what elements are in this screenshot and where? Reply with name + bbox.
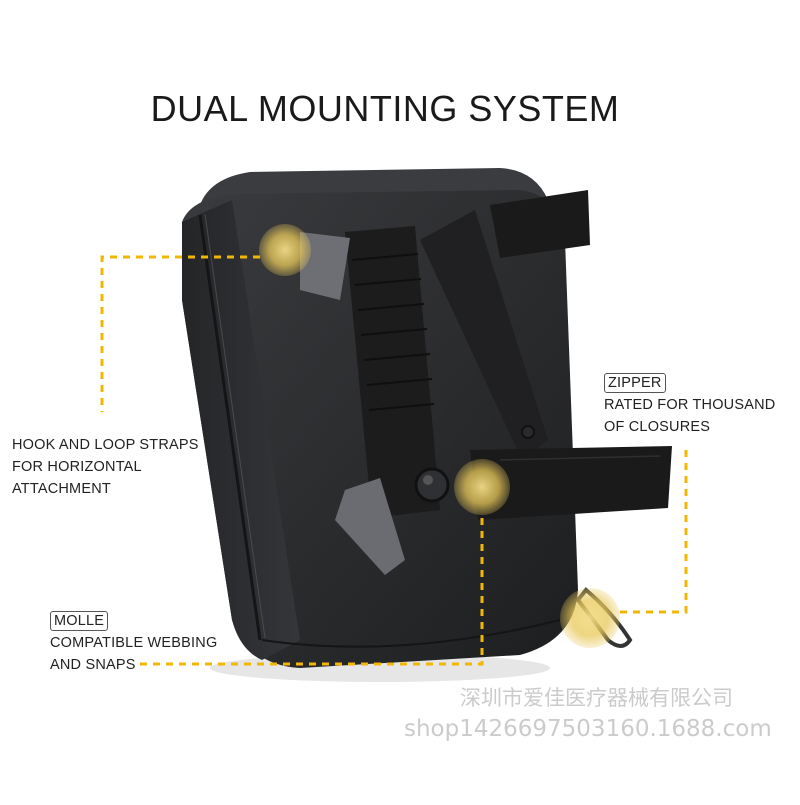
hook-loop-callout: HOOK AND LOOP STRAPS FOR HORIZONTAL ATTA… (12, 434, 199, 500)
horizontal-strap (470, 446, 672, 520)
zipper-callout: ZIPPER RATED FOR THOUSAND OF CLOSURES (604, 372, 775, 438)
loop-tab-bottom (335, 478, 405, 575)
hook-loop-strap (420, 210, 548, 460)
highlight-zipper (560, 588, 620, 648)
zipper-line-1: RATED FOR THOUSAND (604, 397, 776, 413)
watermark-company: 深圳市爱佳医疗器械有限公司 (460, 686, 733, 710)
page-title: DUAL MOUNTING SYSTEM (150, 88, 620, 129)
molle-strap (345, 226, 440, 518)
molle-tag: MOLLE (50, 611, 109, 631)
hook-loop-line-3: ATTACHMENT (12, 481, 111, 497)
highlight-loop (259, 224, 311, 276)
pouch-side-panel (182, 200, 300, 660)
hook-loop-line-2: FOR HORIZONTAL (12, 459, 142, 475)
zipper-seam (198, 214, 262, 641)
molle-line-2: AND SNAPS (50, 657, 136, 673)
zipper-line-2: OF CLOSURES (604, 419, 711, 435)
watermark-shop: shop1426697503160.1688.com (404, 716, 772, 742)
highlight-snap (454, 459, 510, 515)
loop-tab-top (300, 232, 350, 300)
molle-line-1: COMPATIBLE WEBBING (50, 635, 218, 651)
zipper-tag: ZIPPER (604, 373, 666, 393)
molle-callout: MOLLE COMPATIBLE WEBBING AND SNAPS (50, 610, 217, 676)
side-snap (521, 425, 535, 439)
callout-lines (100, 255, 688, 666)
snap-button (414, 467, 450, 503)
hook-loop-line-1: HOOK AND LOOP STRAPS (12, 437, 199, 453)
